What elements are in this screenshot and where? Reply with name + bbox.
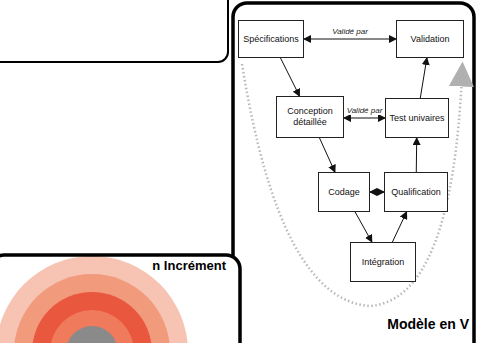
box-label: Validation bbox=[411, 34, 450, 45]
box-label: Codage bbox=[328, 187, 360, 198]
connector-arrow bbox=[416, 138, 417, 172]
panel-title: n Incrément bbox=[150, 258, 228, 273]
process-box: Spécifications bbox=[238, 20, 304, 58]
box-label: Intégration bbox=[362, 257, 405, 268]
process-box: Validation bbox=[396, 20, 464, 58]
connector-arrow bbox=[370, 192, 384, 193]
process-box: Conception détaillée bbox=[276, 96, 344, 138]
panel-title: Modèle en V bbox=[385, 316, 471, 332]
connector-arrow bbox=[320, 138, 335, 172]
box-label: Qualification bbox=[391, 187, 441, 198]
connector-arrow bbox=[281, 58, 300, 96]
increment-rings bbox=[0, 255, 240, 343]
edge-label: Validé par bbox=[345, 106, 385, 115]
box-label: Conception détaillée bbox=[280, 106, 340, 128]
box-label: Test univaires bbox=[389, 113, 444, 124]
v-curve bbox=[242, 64, 462, 306]
connector-arrow bbox=[355, 212, 372, 242]
panel-frame bbox=[0, 255, 240, 343]
process-box: Test univaires bbox=[385, 98, 449, 138]
process-box: Codage bbox=[318, 172, 370, 212]
process-box: Qualification bbox=[384, 172, 448, 212]
edge-label: Validé par bbox=[330, 27, 370, 36]
process-box: Intégration bbox=[350, 242, 416, 282]
connector-arrow bbox=[344, 118, 385, 119]
panel-frame bbox=[233, 3, 474, 343]
connector-arrow bbox=[392, 212, 406, 242]
box-label: Spécifications bbox=[243, 34, 299, 45]
connector-arrow bbox=[420, 58, 427, 98]
panel-frame bbox=[0, 0, 228, 62]
connector-arrow bbox=[304, 39, 396, 40]
